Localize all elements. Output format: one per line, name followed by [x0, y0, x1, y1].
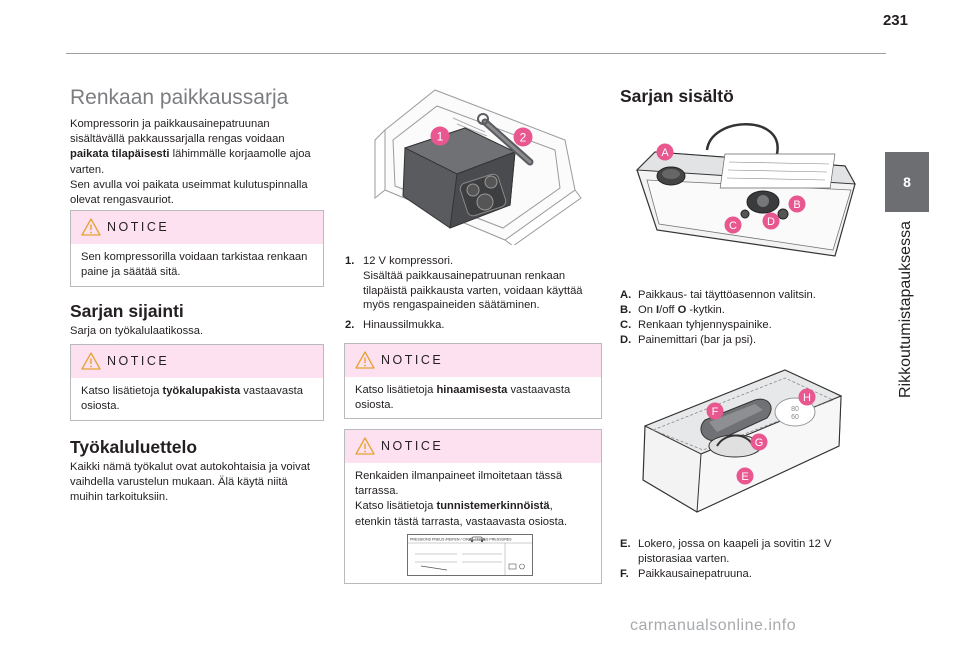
notice-box-tyre-pressures: NOTICE Renkaiden ilmanpaineet ilmoitetaa… — [344, 429, 602, 584]
callout-e: E — [736, 467, 754, 485]
tool-list-heading: Työkaluluettelo — [70, 437, 198, 457]
warning-icon — [81, 352, 101, 370]
warning-icon — [355, 437, 375, 455]
callout-a: A — [656, 143, 674, 161]
notice-box-toolbox: NOTICE Katso lisätietoja työkalupakista … — [70, 344, 324, 421]
kit-location-text: Sarja on työkalulaatikossa. — [70, 325, 204, 337]
notice-text: Sen kompressorilla voidaan tarkistaa ren… — [81, 251, 308, 279]
callout-f: F — [706, 402, 724, 420]
callout-1: 1 — [430, 126, 450, 146]
notice-label: NOTICE — [381, 439, 444, 453]
notice-text: Katso lisätietoja työkalupakista vastaav… — [81, 385, 304, 413]
chapter-tab[interactable]: 8 — [885, 152, 929, 212]
intro-paragraph: Kompressorin ja paikkausainepatruunan si… — [70, 118, 311, 207]
section-title: Renkaan paikkaussarja — [70, 86, 289, 109]
callout-b: B — [788, 195, 806, 213]
svg-text:D: D — [767, 216, 775, 228]
warning-icon — [81, 218, 101, 236]
svg-text:1: 1 — [437, 130, 444, 144]
header-rule — [66, 53, 886, 54]
svg-text:E: E — [741, 471, 748, 483]
svg-text:2: 2 — [520, 131, 527, 145]
svg-text:60: 60 — [791, 414, 799, 421]
warning-icon — [355, 351, 375, 369]
notice-text: Katso lisätietoja hinaamisesta vastaavas… — [355, 384, 571, 412]
chapter-title: Rikkoutumistapauksessa — [897, 221, 914, 398]
callout-c: C — [724, 216, 742, 234]
callout-2: 2 — [513, 127, 533, 147]
car-outline-icon — [467, 536, 487, 543]
svg-text:A: A — [661, 147, 669, 159]
notice-box-towing: NOTICE Katso lisätietoja hinaamisesta va… — [344, 343, 602, 419]
tyre-pressure-sticker: PRESSIONS PNEUS /REIFEN / CIRCA / TYRES … — [407, 534, 533, 576]
figure-compressor-bottom: 80 60 E F G H — [642, 369, 843, 513]
notice-label: NOTICE — [107, 220, 170, 234]
svg-text:PRESSIONS PNEUS /REIFEN / CIRC: PRESSIONS PNEUS /REIFEN / CIRCA / TYRES … — [410, 538, 512, 542]
notice-label: NOTICE — [381, 353, 444, 367]
svg-text:H: H — [803, 392, 811, 404]
svg-text:C: C — [729, 220, 737, 232]
notice-label: NOTICE — [107, 354, 170, 368]
svg-text:F: F — [712, 406, 719, 418]
figure-compressor-top: A B C D — [635, 123, 856, 257]
svg-text:G: G — [755, 437, 764, 449]
watermark: carmanualsonline.info — [630, 617, 797, 634]
towing-eye-illustration — [477, 113, 534, 166]
kit-contents-heading: Sarjan sisältö — [620, 86, 734, 106]
callout-h: H — [798, 388, 816, 406]
svg-text:80: 80 — [791, 406, 799, 413]
figure-kit-in-toolbox: 1 2 — [374, 89, 582, 245]
callout-g: G — [750, 433, 768, 451]
page-number: 231 — [882, 12, 908, 29]
svg-text:B: B — [793, 199, 800, 211]
notice-box-compressor: NOTICE Sen kompressorilla voidaan tarkis… — [70, 210, 324, 287]
notice-text: Renkaiden ilmanpaineet ilmoitetaan tässä… — [355, 470, 568, 528]
tool-list-text: Kaikki nämä työkalut ovat autokohtaisia … — [70, 461, 311, 504]
callout-d: D — [762, 212, 780, 230]
kit-location-heading: Sarjan sijainti — [70, 301, 184, 321]
